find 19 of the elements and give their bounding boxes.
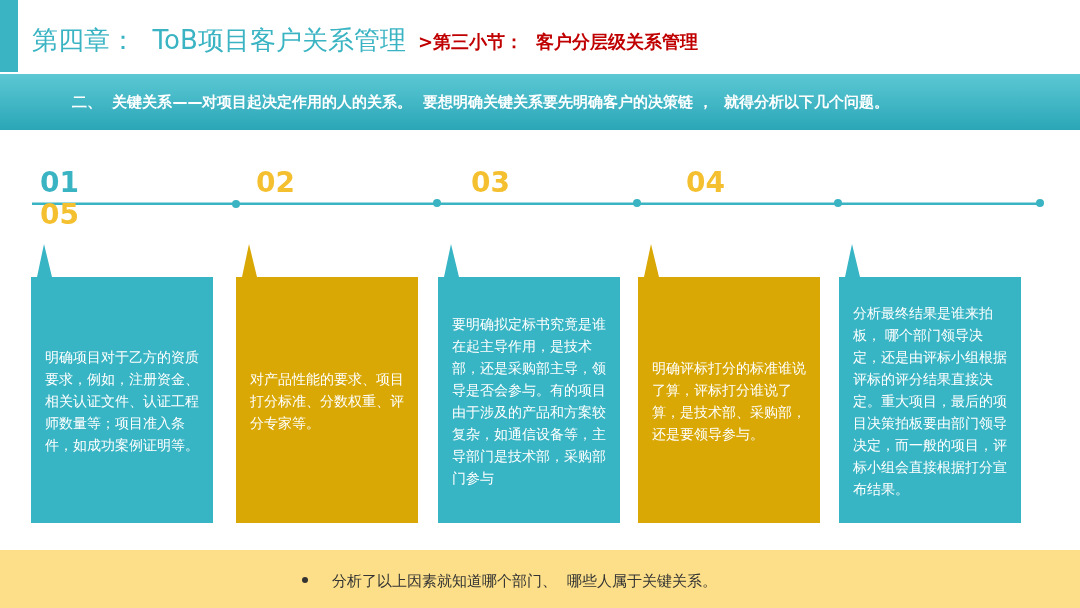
step-number: 04 xyxy=(686,166,725,200)
callout-text: 分析最终结果是谁来拍板， 哪个部门领导决定，还是由评标小组根据评标的评分结果直接决定。重大项目，最后的项目决策拍板要由部门领导决定，而一般的项目，评标小组会直接根据打分宣布结果。 xyxy=(853,303,1008,499)
step-number: 01 xyxy=(40,166,79,200)
callout-text: 对产品性能的要求、项目打分标准、分数权重、评分专家等。 xyxy=(250,369,405,433)
page-title: 第四章： ToB项目客户关系管理 xyxy=(32,24,406,57)
section-subtitle: >第三小节： 客户分层级关系管理 xyxy=(418,30,698,54)
callout-box xyxy=(236,244,418,523)
callout-box xyxy=(31,244,213,523)
callout-text: 要明确拟定标书究竟是谁在起主导作用，是技术部，还是采购部主导，领导是否会参与。有的项目由于涉及的产品和方案较复杂，如通信设备等，主导部门是技术部，采购部门参与 xyxy=(452,314,607,488)
step-number: 03 xyxy=(471,166,510,200)
callout-box xyxy=(438,244,620,523)
callout-box xyxy=(638,244,820,523)
footer-text: 分析了以上因素就知道哪个部门、 哪些人属于关键关系。 xyxy=(332,571,717,592)
callout-text: 明确项目对于乙方的资质要求，例如，注册资金、相关认证文件、认证工程师数量等；项目准入条件，如成功案例证明等。 xyxy=(45,347,200,455)
callout-box xyxy=(839,244,1021,523)
step-number: 05 xyxy=(40,198,79,232)
callout-text: 明确评标打分的标准谁说了算，评标打分谁说了算，是技术部、采购部，还是要领导参与。 xyxy=(652,358,807,444)
step-number: 02 xyxy=(256,166,295,200)
band-text: 二、 关键关系——对项目起决定作用的人的关系。 要想明确关键关系要先明确客户的决策链 ， 就得分析以下几个问题。 xyxy=(72,92,889,113)
